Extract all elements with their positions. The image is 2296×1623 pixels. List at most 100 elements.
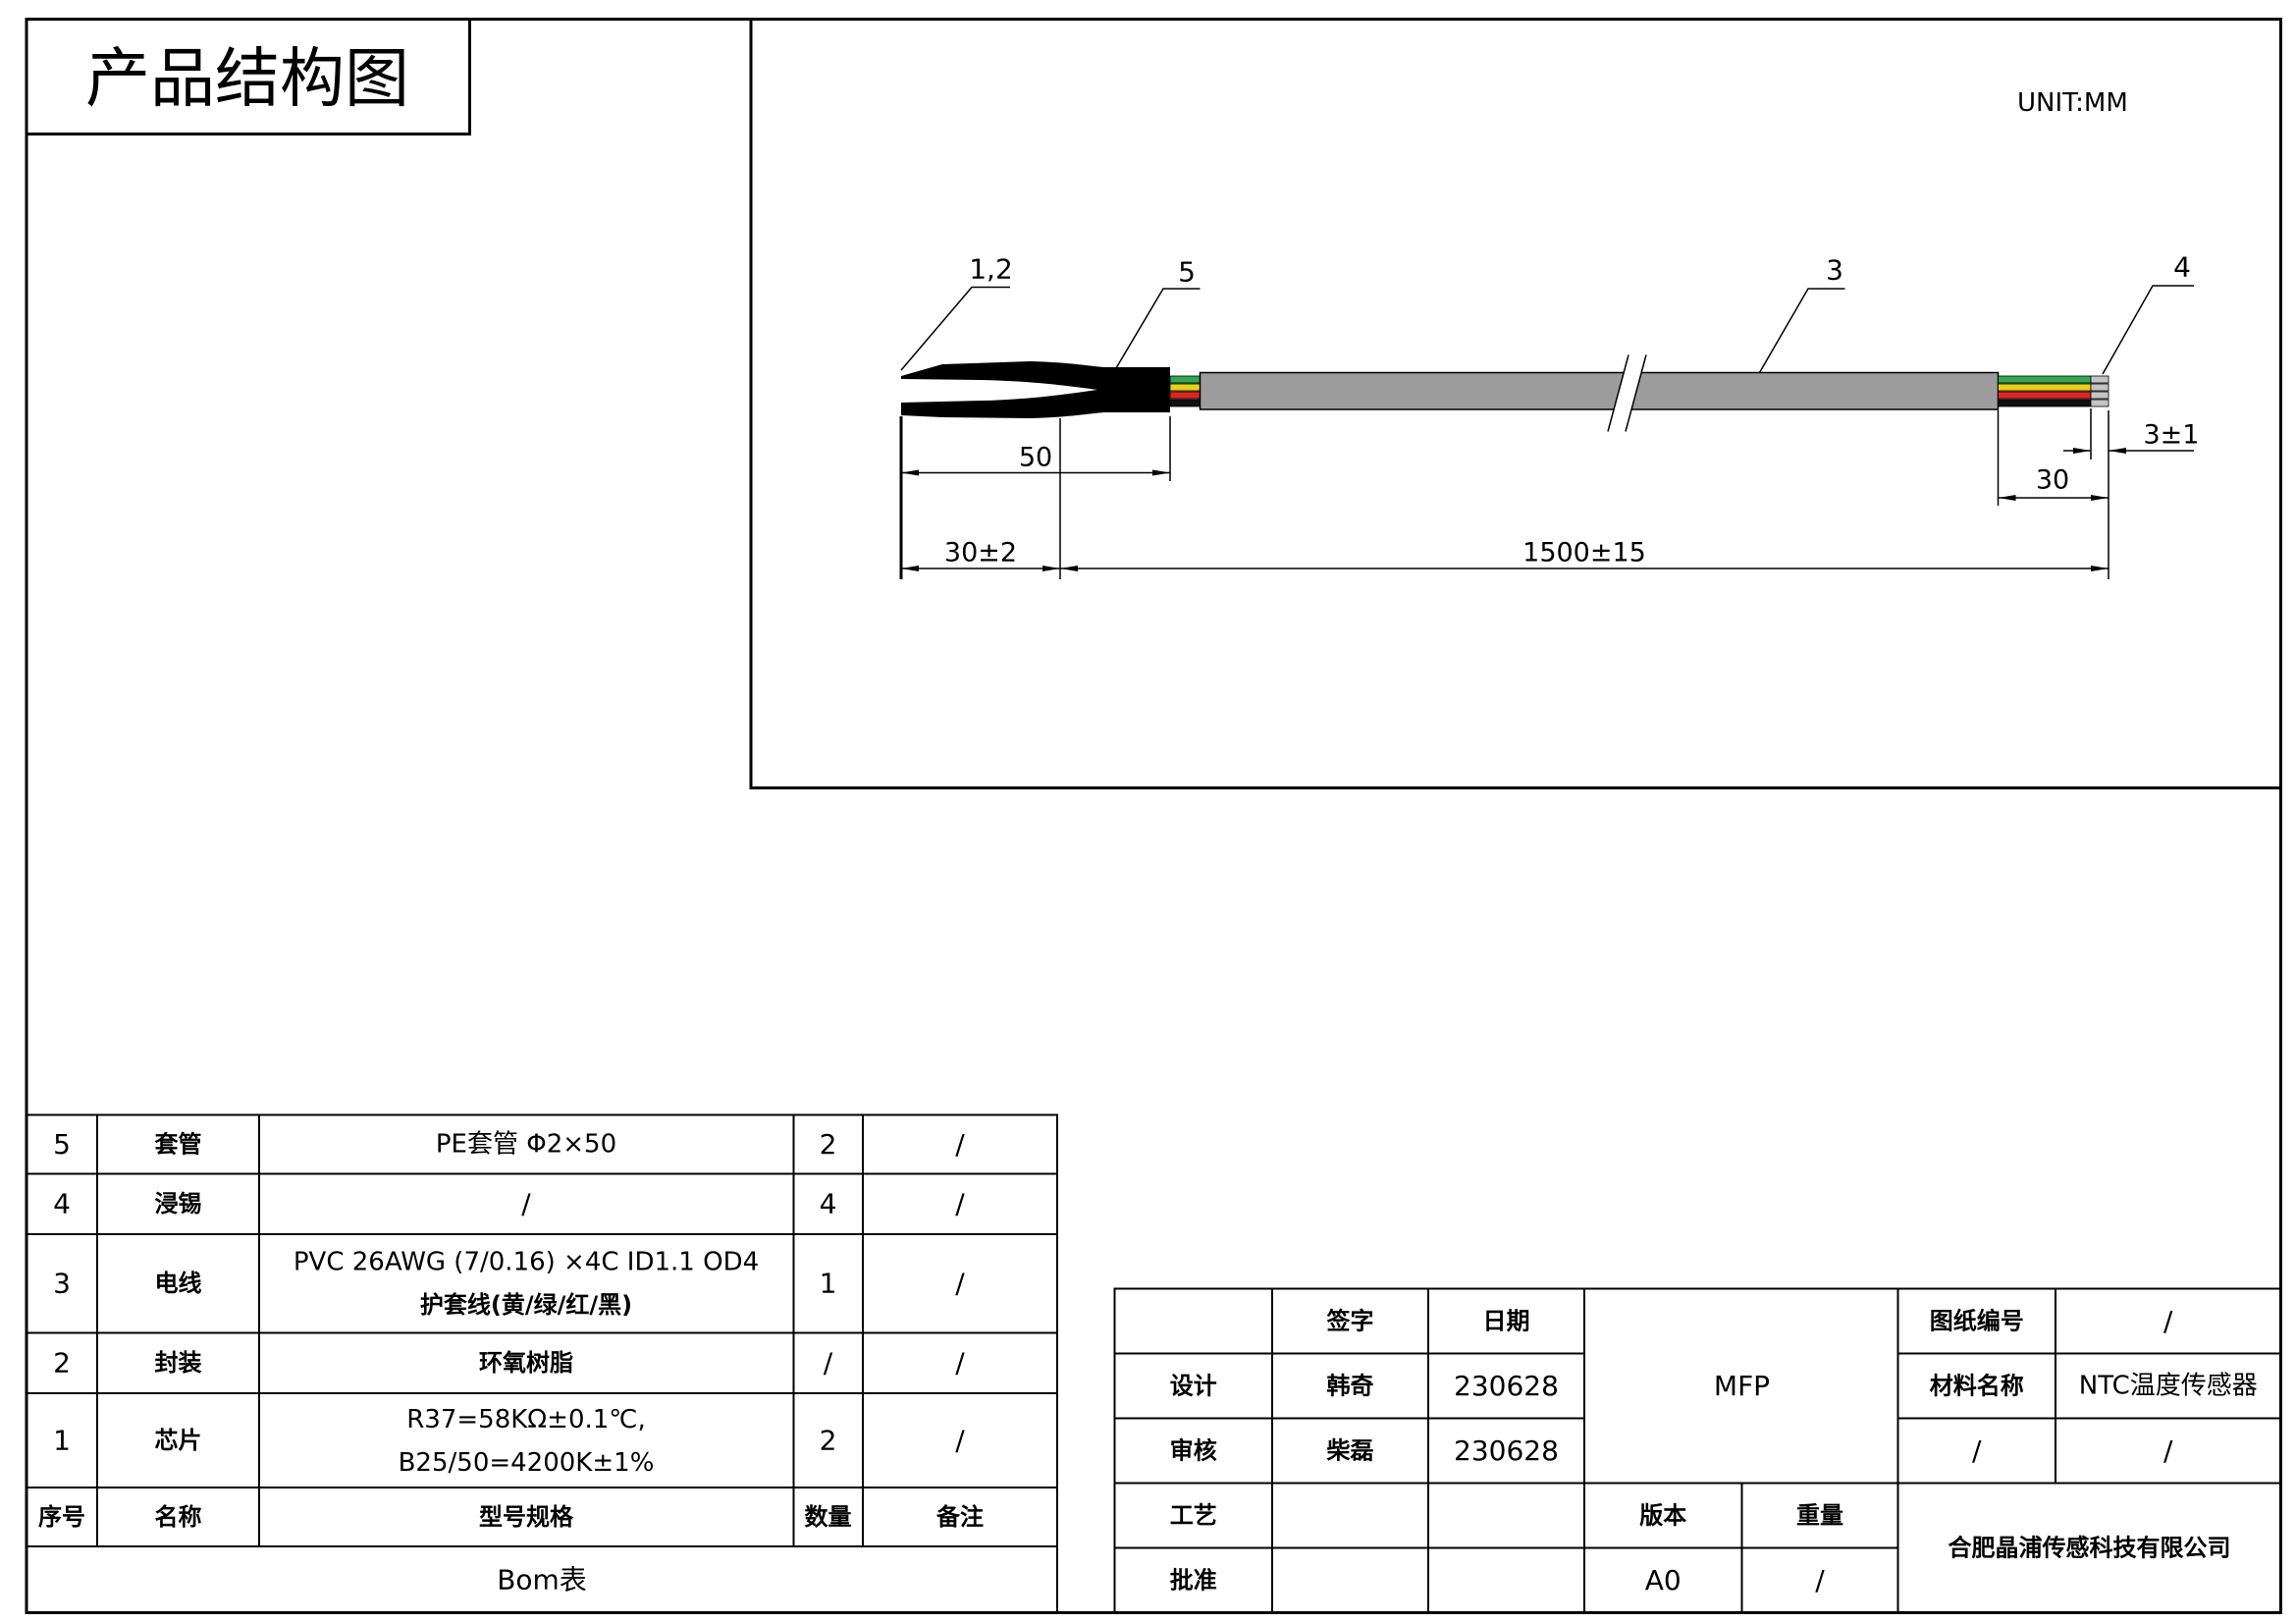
tb-drawing-no-label: 图纸编号 (1930, 1308, 2024, 1335)
bom-cell-name: 套管 (155, 1131, 202, 1159)
bom-cell-spec-line-2: 护套线(黄/绿/红/黑) (420, 1291, 632, 1319)
tb-version-label: 版本 (1639, 1502, 1686, 1530)
tb-date-design: 230628 (1454, 1370, 1559, 1402)
bom-caption: Bom表 (497, 1564, 587, 1596)
callout-leader-5 (1115, 288, 1201, 369)
tb-weight-value: / (1815, 1564, 1825, 1596)
callout-leader-1-2 (900, 286, 1010, 371)
tb-signer-design: 韩奇 (1327, 1373, 1374, 1400)
bom-cell-note: / (955, 1188, 965, 1220)
cable-jacket (1199, 371, 2000, 410)
callout-label-1-2: 1,2 (969, 253, 1013, 286)
tb-date-review: 230628 (1454, 1434, 1559, 1467)
tb-extra-cell: / (2163, 1434, 2173, 1467)
tb-extra-cell: / (1972, 1434, 1982, 1467)
bom-cell-no: 4 (53, 1188, 71, 1220)
title-block: 签字 日期 设计 韩奇 230628 审核 柴磊 230628 工艺 批准 MF… (1113, 1287, 2282, 1614)
cable-break-gap (1608, 354, 1646, 432)
dimensions: 50 30±2 1500±15 30 3±1 (899, 408, 2200, 579)
bom-cell-no: 3 (53, 1268, 71, 1300)
bom-cell-name: 浸锡 (155, 1190, 202, 1217)
callout-leader-4 (2102, 285, 2194, 375)
callout-label-3: 3 (1826, 254, 1843, 287)
bom-cell-spec: / (521, 1188, 531, 1220)
dimension-text-tin: 3±1 (2144, 420, 2200, 451)
sensor-drawing: 1,2 5 3 4 50 30±2 1500±15 30 (899, 251, 2200, 579)
probe-gap (901, 379, 1097, 403)
cable-break-line (1607, 354, 1629, 432)
wire-green (1998, 375, 2092, 384)
bom-header-spec: 型号规格 (479, 1503, 574, 1531)
tb-role-design: 设计 (1170, 1373, 1217, 1400)
tb-material-value: NTC温度传感器 (2079, 1372, 2258, 1401)
wire-green-left (1169, 375, 1201, 384)
bom-cell-no: 2 (53, 1347, 71, 1380)
bom-cell-qty: / (824, 1347, 833, 1380)
tb-version-value: A0 (1645, 1564, 1682, 1596)
wire-black (1998, 399, 2092, 407)
callout-label-5: 5 (1178, 256, 1196, 289)
tinned-end (2090, 383, 2109, 392)
tinned-end (2090, 399, 2109, 407)
tb-role-approve: 批准 (1170, 1567, 1217, 1595)
callout-label-4: 4 (2173, 251, 2191, 284)
cable-break-symbol (1607, 354, 1647, 432)
bom-cell-note: / (955, 1128, 965, 1161)
bom-cell-spec-line-1: R37=58KΩ±0.1℃, (406, 1405, 646, 1434)
bom-cell-name: 芯片 (155, 1427, 202, 1454)
bom-header-row: 序号 名称 型号规格 数量 备注 (38, 1503, 984, 1531)
title-box-border (27, 19, 471, 135)
bom-cell-name: 电线 (155, 1270, 202, 1297)
bom-row: 3 电线 PVC 26AWG (7/0.16) ×4C ID1.1 OD4 护套… (53, 1248, 965, 1320)
bom-table-border (26, 1113, 1058, 1614)
wire-yellow-left (1169, 383, 1201, 392)
bom-cell-spec-line-2: B25/50=4200K±1% (399, 1448, 655, 1478)
drawing-frame: UNIT:MM (749, 19, 2281, 789)
wire-yellow (1998, 383, 2092, 392)
page-title: 产品结构图 (85, 41, 409, 117)
tinned-end (2090, 391, 2109, 400)
bom-cell-no: 5 (53, 1128, 71, 1161)
wire-black-left (1169, 399, 1201, 407)
wire-red-left (1169, 391, 1201, 400)
tb-role-process: 工艺 (1170, 1502, 1217, 1530)
sleeve-wires (1169, 375, 1201, 407)
bom-cell-spec: PE套管 Φ2×50 (436, 1130, 616, 1160)
wire-red (1998, 391, 2092, 400)
dimension-text-tip: 30±2 (944, 538, 1017, 568)
bom-cell-note: / (955, 1425, 965, 1457)
tb-drawing-no-value: / (2163, 1305, 2173, 1337)
bom-table: 5 套管 PE套管 Φ2×50 2 / 4 浸锡 / 4 / 3 电线 PVC … (26, 1113, 1058, 1614)
dimension-text-strip: 30 (2036, 465, 2069, 496)
callout-leader-3 (1758, 288, 1845, 373)
callouts: 1,2 5 3 4 (900, 251, 2194, 375)
bom-cell-name: 封装 (155, 1349, 202, 1377)
tb-company: 合肥晶浦传感科技有限公司 (1949, 1535, 2231, 1562)
drawing-frame-border (749, 19, 2281, 789)
tb-project: MFP (1714, 1370, 1770, 1402)
bom-cell-qty: 2 (820, 1425, 837, 1457)
bom-row: 2 封装 环氧树脂 / / (53, 1347, 965, 1380)
bom-cell-qty: 2 (820, 1128, 837, 1161)
bom-cell-note: / (955, 1268, 965, 1300)
bom-header-name: 名称 (155, 1503, 202, 1531)
bom-header-note: 备注 (935, 1503, 984, 1531)
tb-weight-label: 重量 (1796, 1502, 1843, 1530)
bom-row: 1 芯片 R37=58KΩ±0.1℃, B25/50=4200K±1% 2 / (53, 1405, 965, 1478)
bom-header-qty: 数量 (805, 1503, 852, 1531)
stripped-wires (1998, 375, 2109, 407)
bom-cell-spec: 环氧树脂 (479, 1349, 573, 1377)
bom-cell-spec-line-1: PVC 26AWG (7/0.16) ×4C ID1.1 OD4 (294, 1248, 759, 1277)
title-block-border (1113, 1287, 2282, 1614)
tinned-end (2090, 375, 2109, 384)
bom-cell-note: / (955, 1347, 965, 1380)
title-box: 产品结构图 (27, 19, 471, 135)
tb-material-label: 材料名称 (1930, 1373, 2024, 1400)
bom-row: 5 套管 PE套管 Φ2×50 2 / (53, 1128, 965, 1161)
bom-cell-qty: 1 (820, 1268, 837, 1300)
dimension-text-cable: 1500±15 (1522, 538, 1646, 568)
bom-row: 4 浸锡 / 4 / (53, 1188, 965, 1220)
bom-cell-qty: 4 (820, 1188, 837, 1220)
unit-label: UNIT:MM (2017, 88, 2128, 118)
